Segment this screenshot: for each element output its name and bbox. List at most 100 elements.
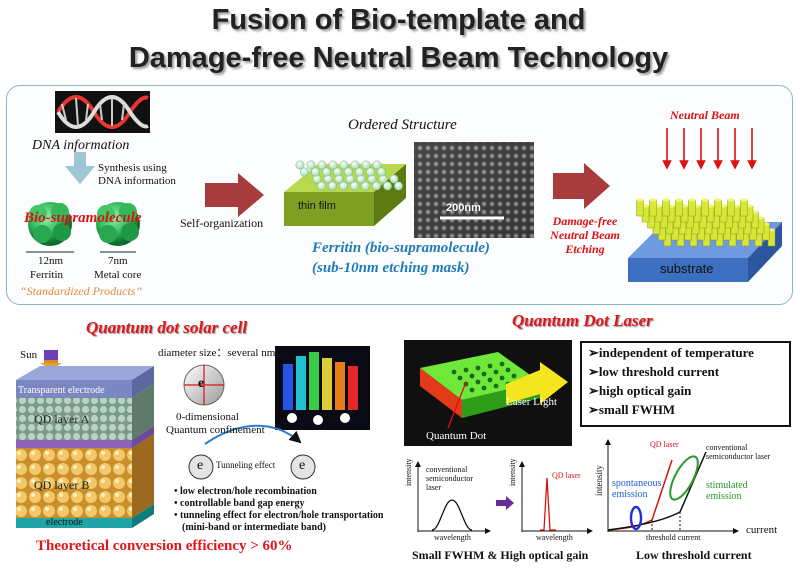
- etching-label-3: Etching: [565, 242, 605, 256]
- wavelength-axis-label-1: wavelength: [434, 533, 471, 542]
- ferritin-dot: [350, 160, 360, 170]
- ferritin-dot: [383, 181, 392, 191]
- nano-pillar-top: [701, 198, 709, 202]
- diameter-size-label: diameter size：several nm: [158, 347, 276, 359]
- nano-pillar-top: [636, 198, 644, 202]
- ferritin-dot: [372, 181, 381, 191]
- size-12nm: 12nm: [38, 255, 64, 267]
- ferritin-dot: [295, 160, 305, 170]
- ferritin-molecule-12nm: [28, 202, 72, 246]
- ferritin-dot: [394, 181, 403, 191]
- quantum-dot: [499, 361, 505, 367]
- ferritin-dot: [372, 160, 382, 170]
- etching-label-2: Neutral Beam: [550, 228, 620, 242]
- solar-benefits-list: • low electron/hole recombination • cont…: [174, 486, 384, 534]
- ferritin-molecule-7nm: [96, 202, 140, 246]
- neutral-beam-label: Neutral Beam: [670, 108, 740, 122]
- feature-item: ➢independent of temperature: [588, 345, 754, 360]
- quantum-dot: [493, 369, 499, 375]
- quantum-dot: [487, 377, 493, 383]
- feature-item: ➢low threshold current: [588, 364, 720, 379]
- laser-device-image: [404, 340, 572, 446]
- solar-cell-title: Quantum dot solar cell: [86, 318, 248, 337]
- quantum-dot-label: Quantum Dot: [426, 430, 487, 442]
- quantum-dot: [463, 367, 469, 373]
- nano-pillar: [740, 199, 748, 217]
- caption-fwhm: Small FWHM & High optical gain: [412, 548, 589, 562]
- intensity-axis-label-2: intensity: [508, 458, 517, 486]
- benefit-item: • low electron/hole recombination: [174, 486, 317, 497]
- quantum-dot-spectrum-image: [275, 346, 370, 430]
- zero-dim-label-1: 0-dimensional: [176, 411, 239, 423]
- electron-right: e: [299, 458, 306, 473]
- ferritin-dot: [306, 160, 316, 170]
- transparent-electrode-label: Transparent electrode: [18, 385, 105, 396]
- stimulated-emission-label: stimulated emission: [706, 480, 748, 502]
- ferritin-dot: [322, 167, 331, 177]
- spectrum-graph-conventional: [415, 461, 491, 534]
- ferritin-dot: [344, 167, 353, 177]
- ferritin-dot: [355, 167, 364, 177]
- quantum-dot: [481, 371, 487, 377]
- nano-pillar: [688, 199, 696, 217]
- quantum-dot: [457, 375, 463, 381]
- quantum-confinement-sphere: [183, 364, 225, 406]
- zero-dim-label-2: Quantum confinement: [166, 424, 265, 436]
- ferritin-dot: [389, 174, 399, 184]
- electrode-label: electrode: [46, 517, 83, 528]
- quantum-dot: [493, 383, 499, 389]
- self-organization-arrow: [205, 173, 264, 217]
- nano-pillar: [649, 199, 657, 217]
- ferritin-dot: [311, 167, 320, 177]
- nano-pillar-top: [675, 198, 683, 202]
- nano-pillar: [636, 199, 644, 217]
- title-line-2: Damage-free Neutral Beam Technology: [128, 42, 669, 74]
- ferritin-dot: [328, 160, 338, 170]
- ferritin-label: Ferritin: [30, 269, 63, 281]
- intensity-axis-label-3: intensity: [594, 465, 604, 496]
- qd-layer-a-label: QD layer A: [34, 412, 90, 426]
- qd-layer-b-label: QD layer B: [34, 478, 90, 492]
- qd-laser-label-small: QD laser: [552, 471, 581, 480]
- qd-laser-title: Quantum Dot Laser: [512, 311, 653, 330]
- etching-arrow: [553, 163, 610, 209]
- ferritin-dot: [317, 181, 326, 191]
- benefit-item: • tunneling effect for electron/hole tra…: [174, 510, 384, 521]
- quantum-dot: [469, 373, 475, 379]
- neutral-beam-arrows: [662, 128, 757, 170]
- ferritin-dot: [377, 167, 386, 177]
- laser-light-label: Laser Light: [506, 396, 558, 408]
- quantum-dot: [475, 365, 481, 371]
- conventional-laser-label: conventional semiconductor laser: [426, 465, 474, 492]
- qd-laser-curve-label: QD laser: [650, 440, 679, 449]
- standardized-products-label: “Standardized Products”: [20, 284, 143, 298]
- ferritin-dot: [300, 167, 309, 177]
- ferritin-dot: [366, 167, 375, 177]
- nano-pillar: [701, 199, 709, 217]
- nano-pillar: [714, 199, 722, 217]
- nano-pillar-top: [688, 198, 696, 202]
- tunneling-diagram: [188, 424, 316, 480]
- tunneling-label: Tunneling effect: [216, 460, 276, 470]
- sem-image: [414, 142, 534, 238]
- quantum-dot: [475, 379, 481, 385]
- ferritin-dot: [350, 181, 359, 191]
- quantum-dot: [451, 369, 457, 375]
- synthesis-label-1: Synthesis using: [98, 162, 167, 174]
- compare-arrow: [496, 496, 514, 510]
- efficiency-label: Theoretical conversion efficiency > 60%: [36, 538, 293, 554]
- spontaneous-emission-label: spontaneous emission: [612, 478, 662, 500]
- wavelength-axis-label-2: wavelength: [536, 533, 573, 542]
- intensity-axis-label-1: intensity: [404, 458, 413, 486]
- ferritin-dot: [317, 160, 327, 170]
- ferritin-dot: [328, 181, 337, 191]
- nano-pillar: [675, 199, 683, 217]
- solar-cell-stack: [16, 350, 154, 528]
- title-line-1: Fusion of Bio-template and: [211, 4, 586, 36]
- quantum-dot: [499, 375, 505, 381]
- synthesis-label-2: DNA information: [98, 175, 176, 187]
- electron-left: e: [197, 458, 204, 473]
- ordered-structure-label: Ordered Structure: [348, 117, 457, 133]
- ferritin-dot: [333, 167, 342, 177]
